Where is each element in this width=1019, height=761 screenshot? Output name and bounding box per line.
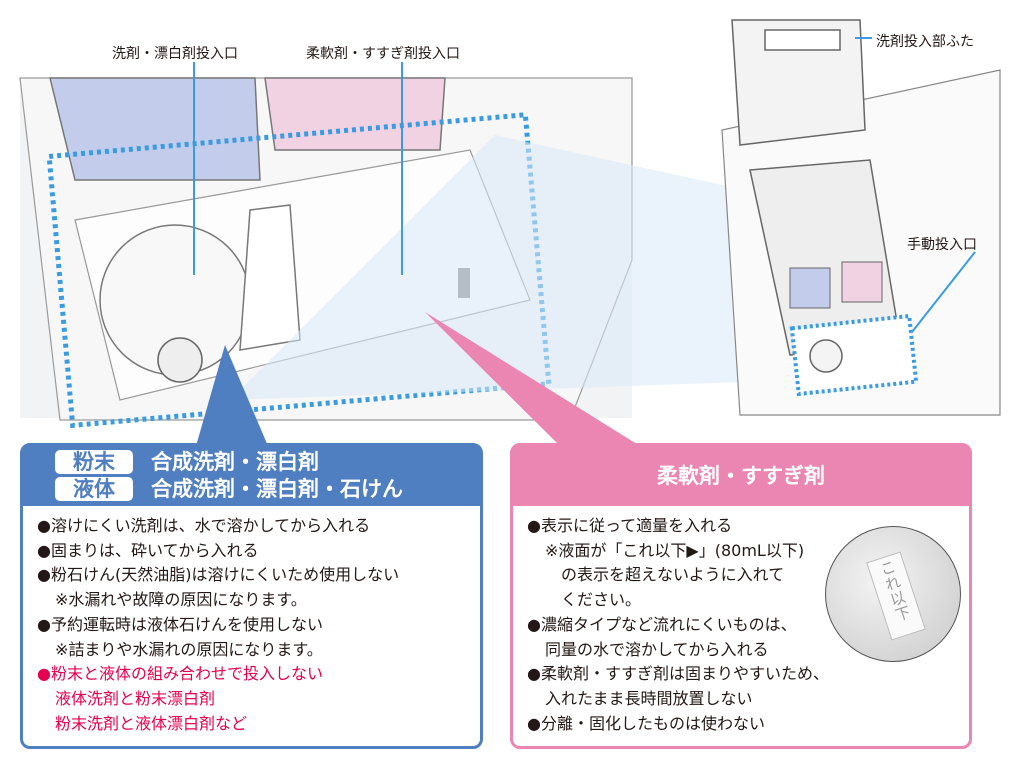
label-softener-inlet: 柔軟剤・すすぎ剤投入口 xyxy=(306,46,460,62)
note: ●表示に従って適量を入れる xyxy=(527,516,733,535)
label-lid: 洗剤投入部ふた xyxy=(876,34,974,50)
note: ●柔軟剤・すすぎ剤は固まりやすいため、 xyxy=(527,664,829,684)
note: ●粉石けん(天然油脂)は溶けにくいため使用しない xyxy=(37,565,400,585)
softener-info-box: 柔軟剤・すすぎ剤 ●表示に従って適量を入れる ※液面が「これ以下▶」(80mL以… xyxy=(510,443,972,749)
dotted-highlight-left xyxy=(46,112,552,429)
detergent-compartment xyxy=(49,77,261,181)
detergent-info-box: 粉末合成洗剤・漂白剤 液体合成洗剤・漂白剤・石けん ●溶けにくい洗剤は、水で溶か… xyxy=(20,443,483,749)
note: 入れたまま長時間放置しない xyxy=(545,688,753,708)
label-manual-inlet: 手動投入口 xyxy=(907,237,977,253)
detergent-pointer xyxy=(196,345,268,446)
detergent-notes: ●溶けにくい洗剤は、水で溶かしてから入れる ●固まりは、砕いてから入れる ●粉石… xyxy=(37,514,399,736)
detergent-row-powder: 粉末合成洗剤・漂白剤 xyxy=(55,449,480,476)
note: ●溶けにくい洗剤は、水で溶かしてから入れる xyxy=(37,516,371,535)
warning-example: 粉末洗剤と液体漂白剤など xyxy=(55,713,248,733)
detergent-title-liquid: 合成洗剤・漂白剤・石けん xyxy=(151,477,403,501)
fill-line-marker-photo: これ以下 xyxy=(825,526,961,662)
note: ●濃縮タイプなど流れにくいものは、 xyxy=(527,614,797,634)
dispenser-lid xyxy=(731,19,866,146)
note: ください。 xyxy=(561,590,642,610)
tag-liquid: 液体 xyxy=(55,477,133,501)
softener-header: 柔軟剤・すすぎ剤 xyxy=(513,446,969,506)
label-detergent-inlet: 洗剤・漂白剤投入口 xyxy=(112,46,238,62)
softener-notes: ●表示に従って適量を入れる ※液面が「これ以下▶」(80mL以下) の表示を超え… xyxy=(527,514,829,736)
note: ※詰まりや水漏れの原因になります。 xyxy=(55,639,323,659)
note: ※水漏れや故障の原因になります。 xyxy=(55,590,307,610)
note: ●固まりは、砕いてから入れる xyxy=(37,540,259,560)
note: ●予約運転時は液体石けんを使用しない xyxy=(37,614,323,634)
note: ●分離・固化したものは使わない xyxy=(527,713,765,733)
softener-pointer xyxy=(425,312,640,446)
warning-example: 液体洗剤と粉末漂白剤 xyxy=(55,688,216,708)
dotted-highlight-right xyxy=(789,313,919,397)
detergent-title-powder: 合成洗剤・漂白剤 xyxy=(151,450,319,474)
note: ※液面が「これ以下▶」(80mL以下) xyxy=(545,540,805,560)
softener-compartment xyxy=(264,77,446,151)
detergent-header: 粉末合成洗剤・漂白剤 液体合成洗剤・漂白剤・石けん xyxy=(23,446,480,506)
note: の表示を超えないように入れて xyxy=(561,565,785,585)
warning-note: ●粉末と液体の組み合わせで投入しない xyxy=(37,664,323,684)
note: 同量の水で溶かしてから入れる xyxy=(545,639,769,659)
detergent-row-liquid: 液体合成洗剤・漂白剤・石けん xyxy=(55,476,480,503)
tag-powder: 粉末 xyxy=(55,450,133,474)
